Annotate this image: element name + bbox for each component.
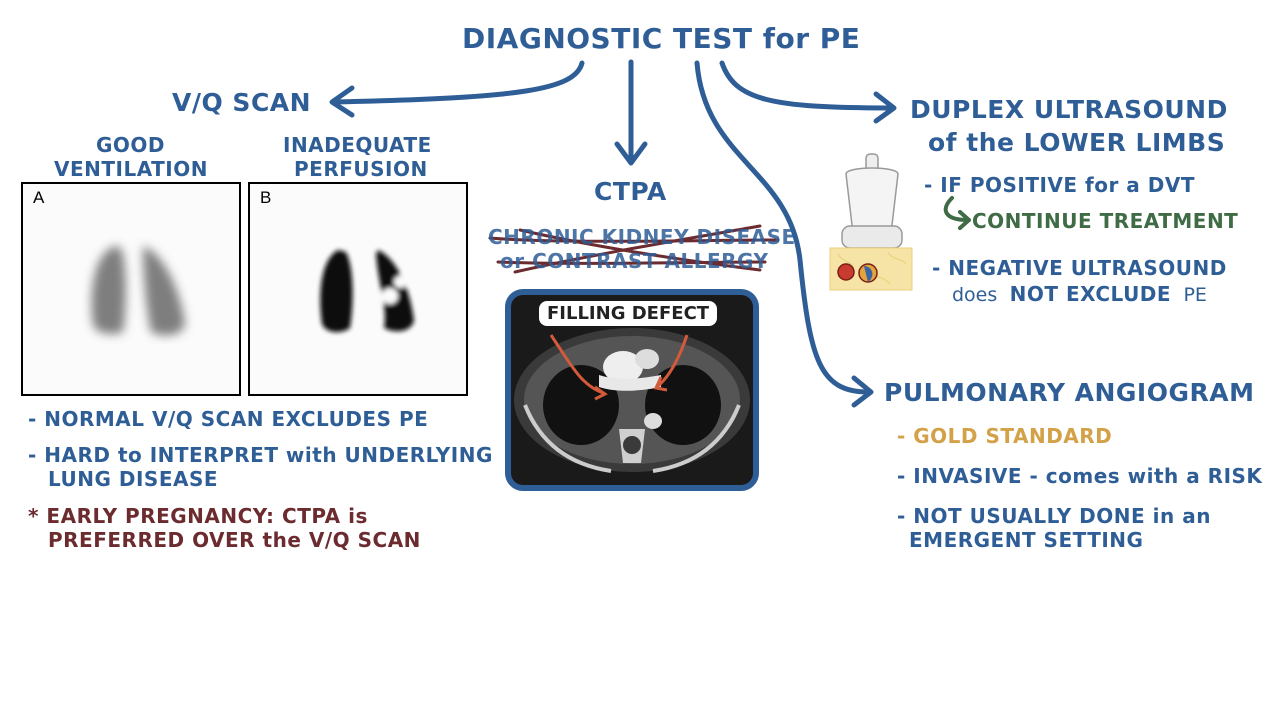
panel-label-a: A xyxy=(33,188,45,207)
arrowhead-vq xyxy=(329,85,355,118)
continue-treatment: CONTINUE TREATMENT xyxy=(972,209,1239,233)
duplex-heading-line-2: of the LOWER LIMBS xyxy=(928,128,1226,157)
duplex-heading-line-1: DUPLEX ULTRASOUND xyxy=(910,95,1228,124)
arrow-continue xyxy=(943,196,970,222)
angiogram-bullet-not-usual-line-2: EMERGENT SETTING xyxy=(909,528,1144,552)
vq-bullet-hard-line-2: LUNG DISEASE xyxy=(48,467,219,491)
arrow-to-angiogram xyxy=(694,60,871,395)
vq-bullet-normal: - NORMAL V/Q SCAN EXCLUDES PE xyxy=(28,407,429,431)
duplex-bullet-negative-line-1: - NEGATIVE ULTRASOUND xyxy=(932,256,1227,280)
cross-line-1 xyxy=(518,228,762,272)
page-title: DIAGNOSTIC TEST for PE xyxy=(462,22,861,55)
strike-line-1 xyxy=(488,236,780,243)
inadequate-label-line-2: PERFUSION xyxy=(294,157,428,181)
arrowhead-ctpa xyxy=(614,141,648,166)
ventilation-scan-image: A xyxy=(21,182,241,396)
arrow-to-vq-scan xyxy=(330,60,585,105)
text-not-exclude: NOT EXCLUDE xyxy=(1009,282,1172,306)
perfusion-scan-image: B xyxy=(248,182,468,396)
arrowhead-duplex xyxy=(873,91,897,124)
duplex-bullet-positive: - IF POSITIVE for a DVT xyxy=(924,173,1195,197)
contraindication-allergy: or CONTRAST ALLERGY xyxy=(500,249,769,273)
arrow-to-duplex xyxy=(719,60,895,111)
vq-scan-heading: V/Q SCAN xyxy=(172,88,312,117)
ultrasound-probe-icon xyxy=(829,153,913,291)
pregnancy-note-line-2: PREFERRED OVER the V/Q SCAN xyxy=(48,528,421,552)
ctpa-heading: CTPA xyxy=(594,177,667,206)
inadequate-label-line-1: INADEQUATE xyxy=(283,133,432,157)
filling-defect-label: FILLING DEFECT xyxy=(539,301,718,326)
angiogram-bullet-gold-standard: - GOLD STANDARD xyxy=(897,424,1113,448)
perfusion-lungs xyxy=(320,250,414,333)
panel-label-b: B xyxy=(260,188,272,207)
text-pe: PE xyxy=(1183,284,1207,306)
arrowhead-angiogram xyxy=(851,375,874,408)
angiogram-heading: PULMONARY ANGIOGRAM xyxy=(884,378,1255,407)
arrowhead-continue xyxy=(958,210,971,230)
vq-bullet-hard-line-1: - HARD to INTERPRET with UNDERLYING xyxy=(28,443,493,467)
good-label-line-1: GOOD xyxy=(96,133,166,157)
good-label-line-2: VENTILATION xyxy=(54,157,208,181)
pregnancy-note-line-1: * EARLY PREGNANCY: CTPA is xyxy=(28,504,368,528)
ct-scan-image: FILLING DEFECT xyxy=(505,289,759,491)
angiogram-bullet-not-usual-line-1: - NOT USUALLY DONE in an xyxy=(897,504,1211,528)
cross-line-2 xyxy=(513,224,762,274)
ct-chest-slice xyxy=(514,328,750,473)
angiogram-bullet-invasive: - INVASIVE - comes with a RISK xyxy=(897,464,1263,488)
strike-line-2 xyxy=(496,260,767,265)
ventilation-lungs xyxy=(91,246,185,336)
text-does: does xyxy=(952,284,998,306)
duplex-bullet-negative-line-2: does NOT EXCLUDE PE xyxy=(952,282,1207,306)
contraindication-kidney: CHRONIC KIDNEY DISEASE xyxy=(488,225,796,249)
